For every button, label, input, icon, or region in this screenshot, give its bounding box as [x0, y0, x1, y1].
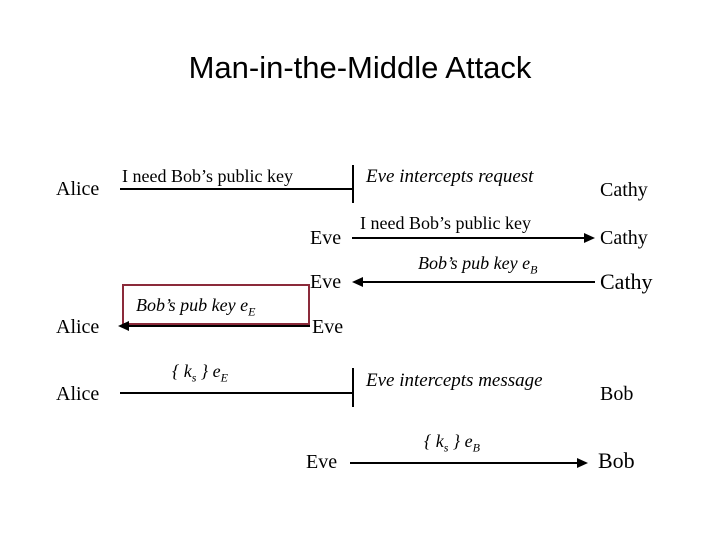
row5-left-actor-alice: Alice [56, 383, 100, 405]
row5-message-open: { [172, 361, 184, 381]
row4-message-text: Bob’s pub key e [136, 295, 249, 315]
row6-arrowhead-right-icon [577, 458, 588, 468]
row3-message-label: Bob’s pub key eB [418, 253, 537, 276]
row3-message-subscript: B [530, 262, 538, 277]
row3-left-actor-eve: Eve [310, 271, 342, 293]
row5-message-key-subscript: s [191, 370, 197, 385]
row3-message-text: Bob’s pub key e [418, 253, 531, 273]
row4-message-subscript: E [248, 304, 256, 319]
row1-connector-line [120, 188, 353, 190]
row5-message-subscript: E [220, 370, 228, 385]
row6-message-label: { ks } eB [424, 431, 480, 454]
row3-connector-line [363, 281, 595, 283]
row6-left-actor-eve: Eve [306, 451, 338, 473]
row2-arrowhead-right-icon [584, 233, 595, 243]
row6-message-open: { [424, 431, 436, 451]
row4-right-actor-eve: Eve [312, 316, 344, 338]
row5-message-key: k [183, 361, 192, 381]
row3-arrowhead-left-icon [352, 277, 363, 287]
row1-message-label: I need Bob’s public key [122, 166, 293, 186]
row4-arrowhead-left-icon [118, 321, 129, 331]
row2-right-actor-cathy: Cathy [600, 227, 648, 249]
row1-intercept-barrier [352, 165, 354, 203]
row6-message-key: k [435, 431, 444, 451]
row1-right-actor-cathy: Cathy [600, 179, 648, 201]
row1-left-actor-alice: Alice [56, 178, 100, 200]
row1-note-eve-intercepts-request: Eve intercepts request [366, 166, 534, 187]
row5-note-eve-intercepts-message: Eve intercepts message [366, 370, 543, 391]
row6-connector-line [350, 462, 579, 464]
row4-message-label: Bob’s pub key eE [136, 295, 255, 318]
row4-connector-line [129, 325, 310, 327]
row5-message-label: { ks } eE [172, 361, 228, 384]
row4-left-actor-alice: Alice [56, 316, 100, 338]
row6-right-actor-bob: Bob [598, 448, 635, 473]
row4-highlight-box [122, 284, 310, 325]
row6-message-close: } e [448, 431, 473, 451]
page-title: Man-in-the-Middle Attack [188, 50, 532, 85]
row3-right-actor-cathy: Cathy [600, 269, 653, 294]
row5-connector-line [120, 392, 353, 394]
row5-message-close: } e [196, 361, 221, 381]
row2-left-actor-eve: Eve [310, 227, 342, 249]
row5-right-actor-bob: Bob [600, 383, 634, 405]
row5-intercept-barrier [352, 368, 354, 407]
row6-message-subscript: B [472, 440, 480, 455]
row2-connector-line [352, 237, 586, 239]
row2-message-label: I need Bob’s public key [360, 213, 531, 233]
row6-message-key-subscript: s [443, 440, 449, 455]
